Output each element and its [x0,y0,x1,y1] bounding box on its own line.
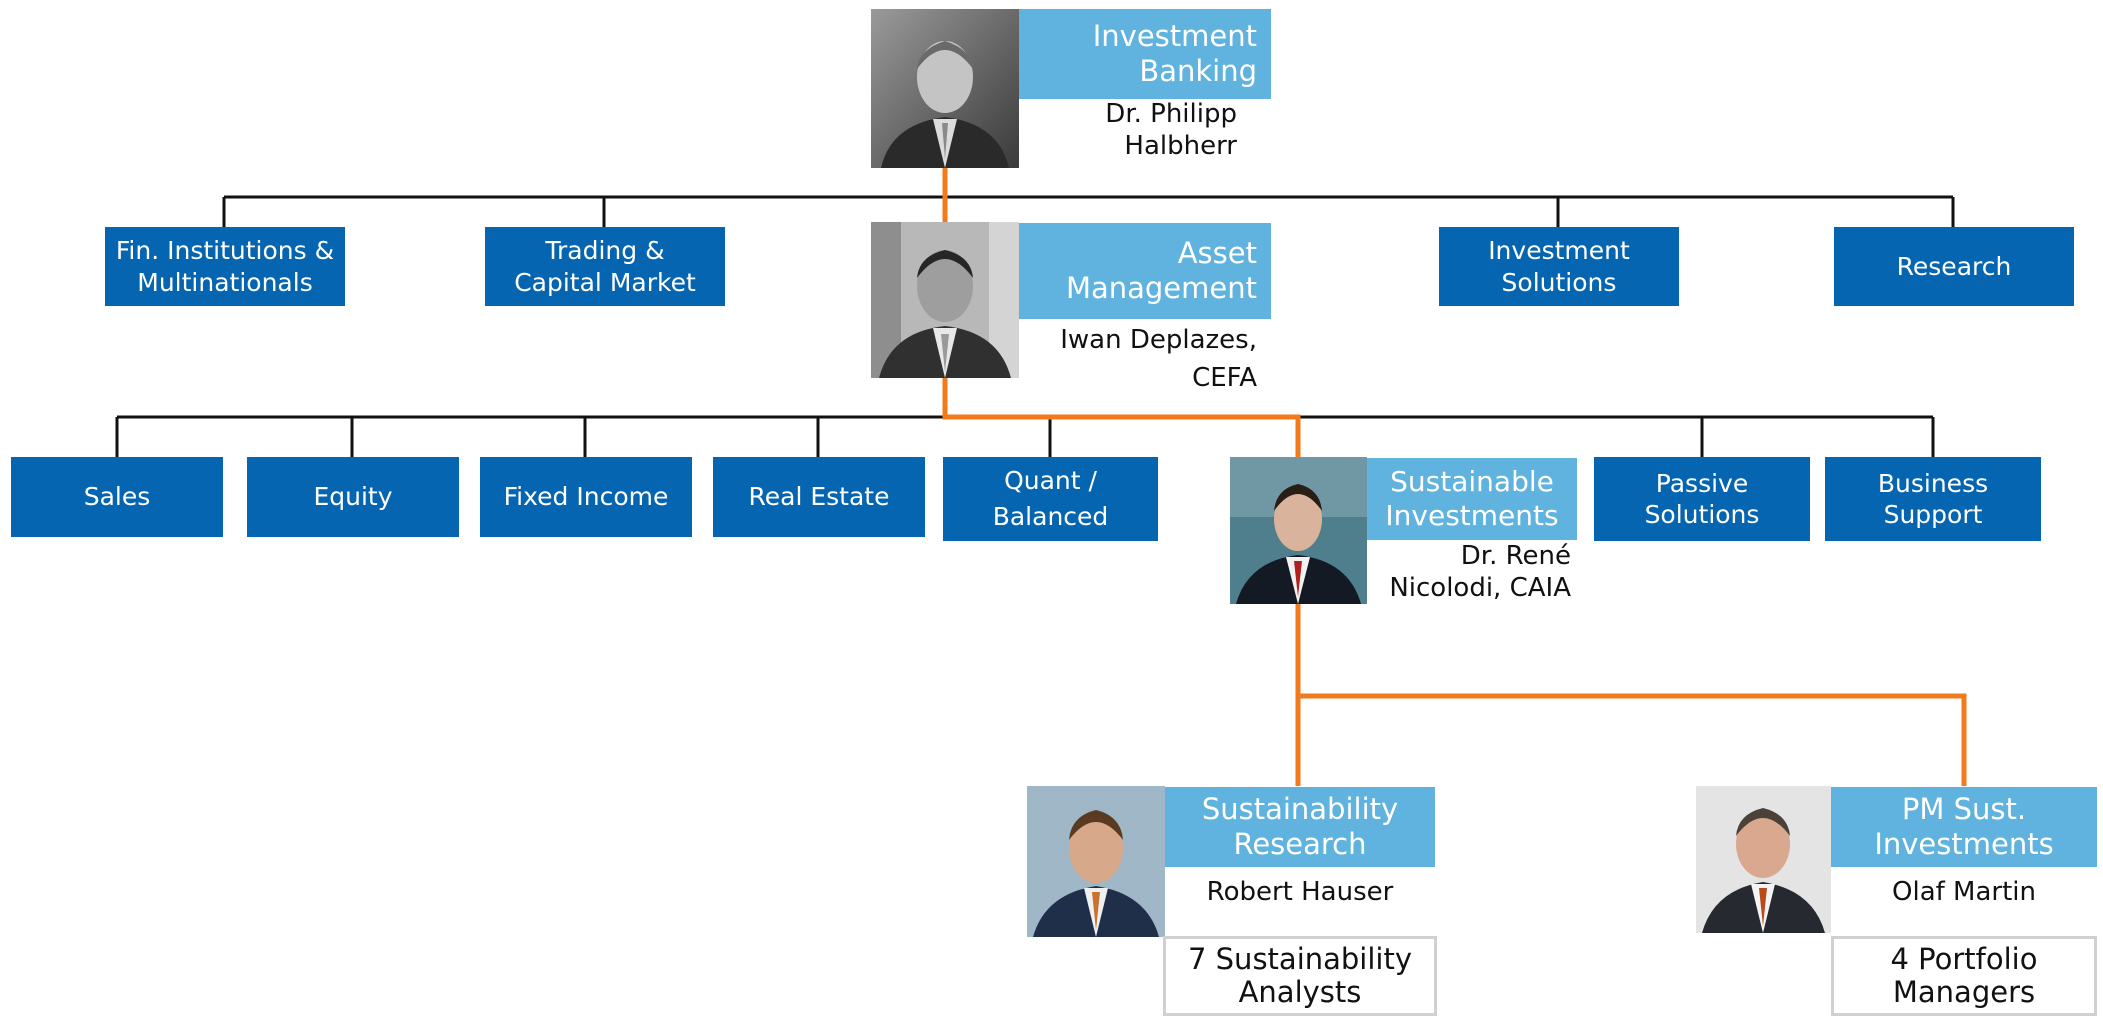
count-line: Analysts [1238,975,1362,1009]
title-line: Investment [1092,19,1257,54]
sustainable-investments-title: Sustainable Investments [1367,458,1577,540]
asset-management-title: Asset Management [1019,223,1271,319]
person-photo-icon [1696,786,1831,933]
person-photo-icon [871,222,1019,378]
unit-fixed-income: Fixed Income [480,457,692,537]
unit-label: Trading & [545,236,665,266]
count-line: Managers [1892,975,2036,1009]
title-line: Management [1065,271,1257,305]
name-line: Olaf Martin [1892,877,2036,907]
title-line: Asset [1177,236,1257,271]
count-line: 4 Portfolio [1890,942,2038,976]
count-line: 7 Sustainability [1187,942,1413,976]
sustainable-investments-head-name: Dr. René Nicolodi, CAIA [1367,540,1571,604]
name-line: Halbherr [1124,131,1237,161]
unit-label: Fin. Institutions & [115,236,335,266]
unit-label: Investment [1488,236,1630,266]
sustainability-research-head-name: Robert Hauser [1165,876,1435,908]
unit-research: Research [1834,227,2074,306]
unit-equity: Equity [247,457,459,537]
name-line: CEFA [1192,363,1257,393]
name-line: Dr. René [1460,541,1571,571]
unit-trading-capital-market: Trading &Capital Market [485,227,725,306]
unit-quant-balanced: Quant / Balanced [943,457,1158,541]
person-photo-icon [1027,786,1165,937]
unit-label: Quant / [1004,465,1097,495]
title-line: Research [1233,827,1367,861]
head-photo [871,9,1019,168]
unit-real-estate: Real Estate [713,457,925,537]
unit-label: Passive [1655,468,1749,498]
sustainability-research-title: Sustainability Research [1165,787,1435,867]
unit-label: Research [1896,251,2012,281]
title-line: Sustainability [1201,792,1399,827]
investment-banking-title: Investment Banking [1019,9,1271,99]
name-line: Nicolodi, CAIA [1389,573,1571,603]
unit-label: Business [1877,468,1989,498]
unit-label: Solutions [1501,267,1617,297]
person-photo-icon [871,9,1019,168]
unit-fin-institutions: Fin. Institutions &Multinationals [105,227,345,306]
unit-label: Sales [83,482,151,512]
unit-label: Multinationals [137,267,313,297]
highlight-path [942,168,1967,786]
asset-management-head-name: Iwan Deplazes, CEFA [1019,321,1257,397]
sustainability-research-photo [1027,786,1165,937]
title-line: PM Sust. [1901,792,2027,827]
unit-label: Fixed Income [503,482,669,512]
title-line: Banking [1139,54,1257,88]
sustainable-investments-photo [1230,457,1367,604]
name-line: Robert Hauser [1206,877,1394,907]
unit-label: Capital Market [514,267,696,297]
pm-sust-investments-photo [1696,786,1831,933]
unit-label: Support [1883,500,1983,529]
unit-label: Balanced [992,502,1109,531]
unit-label: Real Estate [748,482,890,512]
investment-banking-head-name: Dr. Philipp Halbherr [1019,98,1237,162]
unit-sales: Sales [11,457,223,537]
title-line: Investments [1385,499,1559,532]
asset-management-photo [871,222,1019,378]
name-line: Iwan Deplazes, [1060,325,1257,355]
unit-label: Solutions [1644,500,1760,529]
person-photo-icon [1230,457,1367,604]
name-line: Dr. Philipp [1105,99,1237,129]
title-line: Investments [1874,827,2054,861]
pm-sust-investments-title: PM Sust. Investments [1831,787,2097,867]
portfolio-managers-count: 4 Portfolio Managers [1831,936,2097,1016]
pm-sust-investments-head-name: Olaf Martin [1831,876,2097,908]
unit-label: Equity [313,482,393,512]
sustainability-analysts-count: 7 Sustainability Analysts [1163,936,1437,1016]
title-line: Sustainable [1390,465,1554,499]
